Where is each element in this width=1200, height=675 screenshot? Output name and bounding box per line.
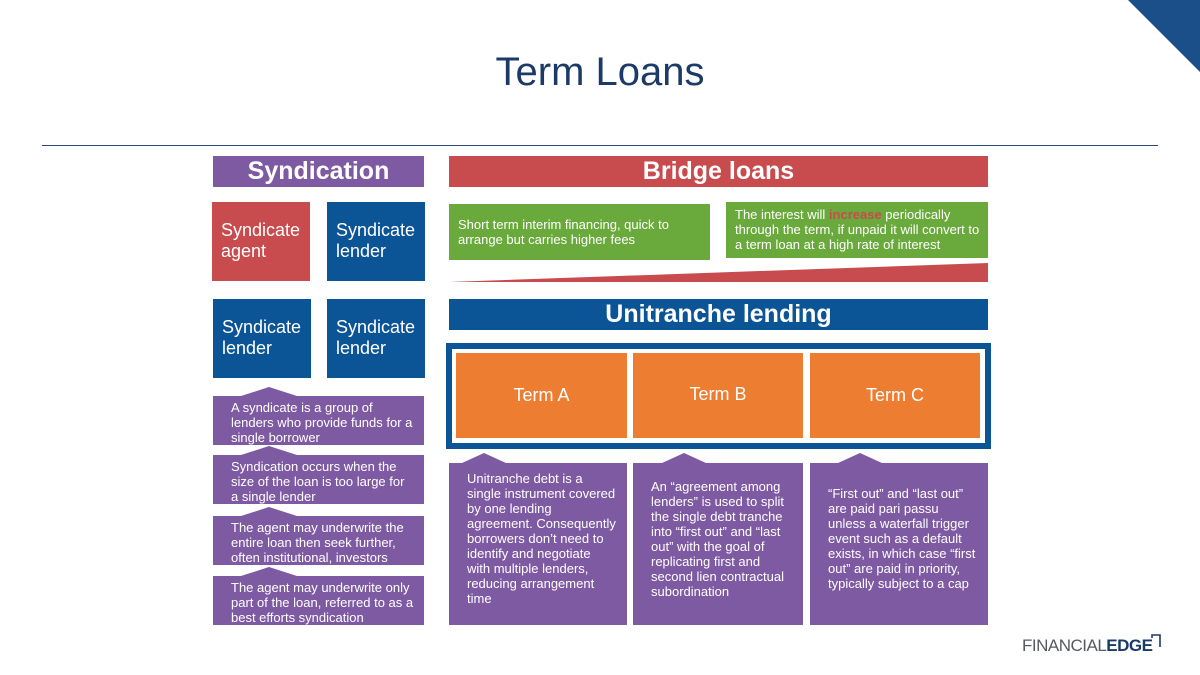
syndication-note: The agent may underwrite only part of th… xyxy=(213,576,424,625)
unitranche-header: Unitranche lending xyxy=(449,299,988,330)
note-pointer xyxy=(241,387,297,396)
note-pointer xyxy=(662,453,706,463)
logo-mark-icon xyxy=(1151,634,1161,647)
term-a-note: Unitranche debt is a single instrument c… xyxy=(449,463,627,625)
page-title: Term Loans xyxy=(495,50,705,94)
syndicate-lender-tile: Syndicate lender xyxy=(327,202,425,281)
note-pointer xyxy=(241,567,297,576)
syndicate-lender-tile: Syndicate lender xyxy=(213,299,311,378)
logo-text-edge: EDGE xyxy=(1106,636,1153,655)
note-pointer xyxy=(241,507,297,516)
note-pointer xyxy=(838,453,882,463)
syndicate-lender-tile: Syndicate lender xyxy=(327,299,425,378)
financial-edge-logo: FINANCIALEDGE xyxy=(1022,636,1153,656)
term-c-block: Term C xyxy=(810,353,980,438)
note-pointer xyxy=(241,446,297,455)
title-divider xyxy=(42,145,1158,146)
syndicate-agent-tile: Syndicate agent xyxy=(212,202,310,281)
term-a-block: Term A xyxy=(456,353,627,438)
increase-highlight: increase xyxy=(828,207,882,222)
bridge-short-term-note: Short term interim financing, quick to a… xyxy=(449,204,710,260)
bridge-interest-text: periodically through the term, if unpaid… xyxy=(735,207,980,252)
bridge-loans-header: Bridge loans xyxy=(449,156,988,187)
term-c-note: “First out” and “last out” are paid pari… xyxy=(810,463,988,625)
bridge-interest-text: The interest will xyxy=(735,207,829,222)
syndication-note: The agent may underwrite the entire loan… xyxy=(213,516,424,565)
logo-text-financial: FINANCIAL xyxy=(1022,636,1107,655)
note-pointer xyxy=(462,453,506,463)
syndication-header: Syndication xyxy=(213,156,424,187)
syndication-note: A syndicate is a group of lenders who pr… xyxy=(213,396,424,445)
interest-rising-wedge xyxy=(449,263,988,282)
term-b-block: Term B xyxy=(633,353,803,438)
syndication-note: Syndication occurs when the size of the … xyxy=(213,455,424,504)
corner-decoration xyxy=(1128,0,1200,72)
bridge-interest-note: The interest will increase periodically … xyxy=(726,202,988,258)
term-b-note: An “agreement among lenders” is used to … xyxy=(633,463,803,625)
